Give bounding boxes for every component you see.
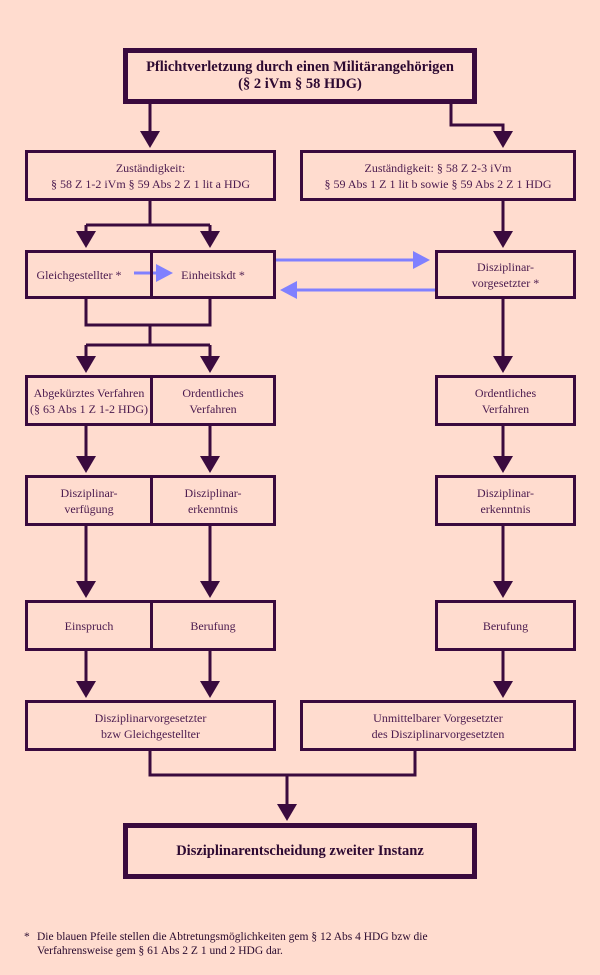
arrowhead: [493, 456, 513, 473]
node-group-row5-left: Disziplinar- verfügung Disziplinar- erke…: [25, 475, 276, 526]
arrowhead: [200, 581, 220, 598]
delegation-arrow-dv-to-einheitskdt: [280, 281, 435, 299]
node-second-instance-right: Unmittelbarer Vorgesetzter des Disziplin…: [300, 700, 576, 751]
footnote-text: Die blauen Pfeile stellen die Abtretungs…: [37, 931, 428, 957]
cell-divider: [150, 603, 153, 648]
delegation-arrow-gleichgestellter-to-einheitskdt: [134, 264, 173, 282]
arrowhead: [493, 681, 513, 698]
node-ordentliches-verfahren-left: Ordentliches Verfahren: [182, 385, 244, 416]
arrowhead: [200, 231, 220, 248]
node-competence-left: Zuständigkeit: § 58 Z 1-2 iVm § 59 Abs 2…: [25, 150, 276, 201]
node-berufung-right: Berufung: [435, 600, 576, 651]
arrowhead: [493, 581, 513, 598]
node-competence-right: Zuständigkeit: § 58 Z 2-3 iVm § 59 Abs 1…: [300, 150, 576, 201]
cell-divider: [150, 253, 153, 296]
node-einheitskdt: Einheitskdt *: [153, 253, 273, 296]
node-disziplinarvorgesetzter: Disziplinar- vorgesetzter *: [435, 250, 576, 299]
edge-competence-left-split: [84, 200, 212, 233]
arrowhead: [277, 804, 297, 821]
delegation-arrow-einheitskdt-to-dv: [275, 251, 430, 269]
node-group-row4-left: Abgekürztes Verfahren (§ 63 Abs 1 Z 1-2 …: [25, 375, 276, 426]
cell-divider: [150, 378, 153, 423]
arrowhead: [493, 131, 513, 148]
node-disziplinarerkenntnis-left: Disziplinar- erkenntnis: [184, 485, 242, 516]
arrowhead: [76, 456, 96, 473]
cell-divider: [150, 478, 153, 523]
arrowhead: [493, 356, 513, 373]
node-second-instance-left: Disziplinarvorgesetzter bzw Gleichgestel…: [25, 700, 276, 751]
edge-second-instance-merge: [148, 750, 417, 806]
arrowhead: [200, 681, 220, 698]
arrowhead: [76, 356, 96, 373]
footnote: * Die blauen Pfeile stellen die Abtretun…: [24, 930, 464, 958]
arrowhead: [200, 356, 220, 373]
node-group-row6-left: Einspruch Berufung: [25, 600, 276, 651]
node-start: Pflichtverletzung durch einen Militärang…: [123, 48, 477, 104]
node-abgekuerztes-verfahren: Abgekürztes Verfahren (§ 63 Abs 1 Z 1-2 …: [30, 385, 148, 416]
arrowhead: [200, 456, 220, 473]
edge-row3-merge-split: [84, 298, 212, 358]
arrowhead: [493, 231, 513, 248]
node-berufung-left: Berufung: [190, 618, 236, 633]
arrowhead: [76, 231, 96, 248]
node-einheitskdt-label: Einheitskdt *: [181, 267, 245, 282]
arrowhead: [76, 581, 96, 598]
node-ordentliches-verfahren-right: Ordentliches Verfahren: [435, 375, 576, 426]
node-disziplinarerkenntnis-right: Disziplinar- erkenntnis: [435, 475, 576, 526]
footnote-marker: *: [24, 931, 30, 943]
edge-start-to-competence-right: [449, 103, 505, 133]
arrowhead: [140, 131, 160, 148]
node-final: Disziplinarentscheidung zweiter Instanz: [123, 823, 477, 879]
arrowhead: [76, 681, 96, 698]
node-gleichgestellter: Gleichgestellter *: [28, 253, 150, 296]
node-group-row3-left: Gleichgestellter * Einheitskdt *: [25, 250, 276, 299]
node-disziplinarverfuegung: Disziplinar- verfügung: [60, 485, 118, 516]
node-gleichgestellter-label: Gleichgestellter *: [36, 267, 122, 282]
node-einspruch: Einspruch: [64, 618, 114, 633]
